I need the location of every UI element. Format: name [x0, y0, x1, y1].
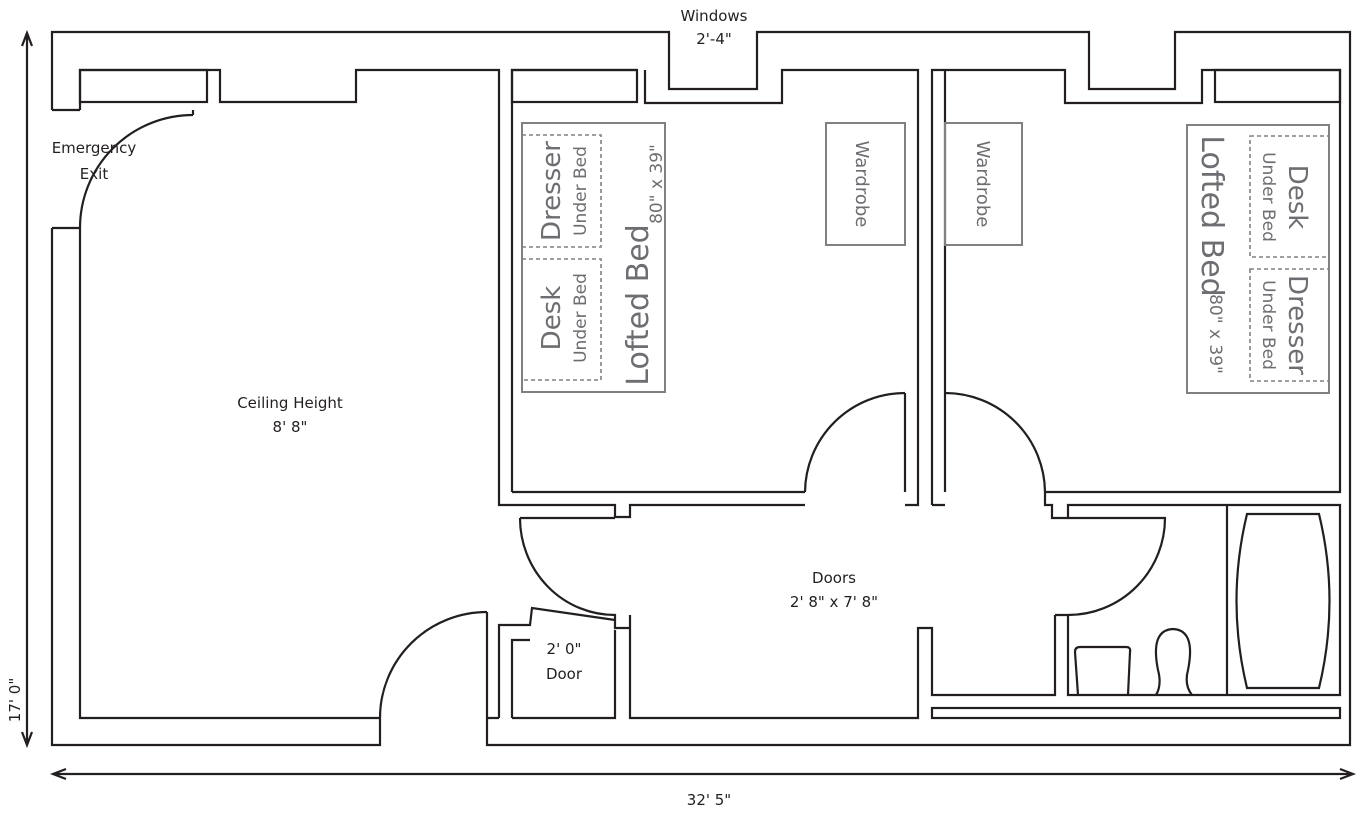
bed-size-label: 80" x 39" [1205, 294, 1225, 374]
emergency-exit-jambs [52, 108, 80, 230]
entrance-door-swing [378, 610, 488, 719]
windows-size: 2'-4" [696, 30, 732, 48]
desk-right [1249, 135, 1330, 258]
corridor-door-swing [518, 516, 630, 630]
emergency-exit-door-swing [78, 113, 194, 229]
ceiling-height-value: 8' 8" [273, 418, 308, 436]
bedroom-right-wall [930, 68, 1342, 507]
wardrobe-left [825, 122, 906, 246]
bed-size-label: 80" x 39" [647, 144, 667, 224]
dresser-label: Dresser [1282, 275, 1312, 375]
height-dimension: 17' 0" [6, 678, 24, 722]
windows-label: Windows [681, 7, 748, 25]
height-dimension-arrow [20, 29, 34, 749]
desk-label: Desk [1282, 165, 1312, 230]
width-dimension-arrow [49, 767, 1357, 781]
desk-sub-label: Under Bed [1258, 152, 1278, 242]
doors-label: Doors [812, 569, 856, 587]
lofted-bed-left [521, 122, 666, 393]
ceiling-height-label: Ceiling Height [237, 394, 343, 412]
window-sill [1213, 68, 1342, 104]
common-room-wall [78, 68, 805, 720]
closet-size: 2' 0" [547, 640, 582, 658]
desk-label: Desk [537, 286, 567, 351]
lofted-bed-right [1186, 124, 1330, 394]
bedroom-left-door-swing [803, 391, 906, 493]
wardrobe-label: Wardrobe [972, 141, 993, 228]
desk-sub-label: Under Bed [571, 273, 591, 363]
exterior-wall [50, 30, 1352, 747]
dresser-sub-label: Under Bed [1258, 280, 1278, 370]
exit-label: Exit [80, 165, 109, 183]
wardrobe-right [944, 122, 1023, 246]
lofted-bed-label: Lofted Bed [621, 224, 656, 385]
bathroom-wall [628, 492, 1342, 720]
dresser-sub-label: Under Bed [571, 146, 591, 236]
width-dimension: 32' 5" [687, 791, 731, 809]
dresser-right [1249, 268, 1330, 382]
bedroom-right-door-swing [944, 391, 1047, 493]
desk-left [521, 258, 602, 381]
bathroom-door-swing [1055, 516, 1167, 617]
window-sill [510, 68, 639, 104]
sink [1073, 645, 1132, 696]
toilet [1154, 627, 1193, 696]
window-sill [78, 68, 209, 104]
doors-size: 2' 8" x 7' 8" [790, 593, 878, 611]
wardrobe-label: Wardrobe [851, 141, 872, 228]
bathtub [1235, 512, 1331, 690]
emergency-label: Emergency [52, 139, 137, 157]
dresser-label: Dresser [537, 141, 567, 241]
closet-wall [487, 606, 617, 720]
closet-door-label: Door [546, 665, 583, 683]
lofted-bed-label: Lofted Bed [1194, 135, 1229, 296]
dresser-left [521, 134, 602, 248]
counter-strip [930, 706, 1342, 720]
